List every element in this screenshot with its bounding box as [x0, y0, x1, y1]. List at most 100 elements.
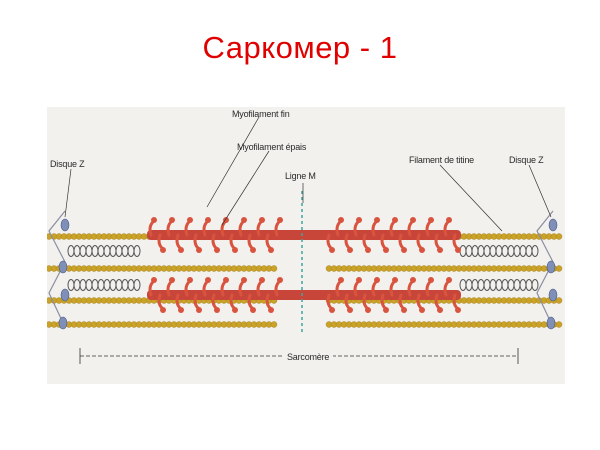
- z-discs: [48, 210, 558, 330]
- myosin-head-tip: [196, 247, 202, 253]
- myosin-head-tip: [277, 277, 283, 283]
- z-disc-node-6: [546, 260, 556, 274]
- myosin-head-tip: [232, 307, 238, 313]
- myosin-head-tip: [151, 277, 157, 283]
- thin-bead: [555, 321, 563, 328]
- label-ligne-m: Ligne M: [285, 171, 316, 181]
- z-disc-node-5: [548, 218, 558, 232]
- myosin-head-tip: [383, 307, 389, 313]
- myosin-head-tip: [187, 277, 193, 283]
- titin-coil: [133, 245, 141, 257]
- myosin-head-tip: [338, 217, 344, 223]
- myosin-head-tip: [196, 307, 202, 313]
- myosin-head-tip: [410, 217, 416, 223]
- titin-coil: [133, 279, 141, 291]
- myosin-head-tip: [428, 217, 434, 223]
- myosin-head-tip: [410, 277, 416, 283]
- myosin-head-tip: [214, 307, 220, 313]
- myosin-head-tip: [329, 247, 335, 253]
- myosin-head-tip: [392, 277, 398, 283]
- thin-bead: [555, 265, 563, 272]
- thick-filament-lower: [147, 277, 461, 313]
- z-disc-node-8: [546, 316, 556, 330]
- myosin-head-tip: [259, 217, 265, 223]
- myosin-head-tip: [401, 307, 407, 313]
- myosin-head-tip: [401, 247, 407, 253]
- myosin-head-tip: [437, 307, 443, 313]
- myosin-head-tip: [169, 217, 175, 223]
- titin-right-1: [459, 245, 539, 257]
- myosin-head-tip: [223, 277, 229, 283]
- myosin-head-tip: [241, 277, 247, 283]
- myosin-head-tip: [374, 277, 380, 283]
- sarcomere-diagram: [47, 107, 565, 384]
- thin-bead: [270, 321, 278, 328]
- leader-line-4: [439, 164, 503, 232]
- myosin-head-tip: [277, 217, 283, 223]
- sarcomere-figure: Myofilament fin Myofilament épais Ligne …: [47, 107, 565, 384]
- myosin-head-tip: [205, 277, 211, 283]
- myosin-head-tip: [187, 217, 193, 223]
- thin-filament-right-2: [325, 265, 563, 272]
- myosin-head-tip: [169, 277, 175, 283]
- thick-filament-upper: [147, 217, 461, 253]
- thin-bead: [270, 265, 278, 272]
- myosin-head-tip: [259, 277, 265, 283]
- myosin-head-tip: [160, 247, 166, 253]
- leader-line-5: [64, 168, 72, 218]
- label-sarcomere: Sarcomère: [283, 352, 334, 362]
- slide-title: Саркомер - 1: [202, 30, 398, 65]
- myosin-head-tip: [419, 307, 425, 313]
- label-leader-lines: [64, 116, 552, 232]
- myosin-head-tip: [347, 247, 353, 253]
- z-disc-node-4: [58, 316, 68, 330]
- myosin-head-tip: [374, 217, 380, 223]
- titin-coil: [531, 279, 539, 291]
- z-disc-node-3: [60, 288, 70, 302]
- myosin-head-tip: [178, 247, 184, 253]
- z-disc-node-7: [548, 288, 558, 302]
- myosin-head-tip: [365, 307, 371, 313]
- myosin-head-tip: [455, 307, 461, 313]
- z-disc-node-2: [58, 260, 68, 274]
- myosin-head-tip: [455, 247, 461, 253]
- myosin-head-tip: [446, 277, 452, 283]
- label-filament-titine: Filament de titine: [409, 155, 474, 165]
- z-disc-node-1: [60, 218, 70, 232]
- myosin-head-tip: [160, 307, 166, 313]
- myosin-head-tip: [151, 217, 157, 223]
- myosin-head-tip: [446, 217, 452, 223]
- label-disque-z-right: Disque Z: [509, 155, 544, 165]
- myosin-head-tip: [250, 307, 256, 313]
- label-myofilament-fin: Myofilament fin: [232, 109, 290, 119]
- myosin-head-tip: [232, 247, 238, 253]
- leader-line-6: [528, 164, 552, 218]
- myosin-head-tip: [329, 307, 335, 313]
- titin-coil: [531, 245, 539, 257]
- thin-bead: [555, 233, 563, 240]
- myosin-head-tip: [250, 247, 256, 253]
- leader-line-2: [221, 150, 270, 226]
- titin-left-1: [67, 245, 141, 257]
- myosin-head-tip: [437, 247, 443, 253]
- myosin-head-tip: [214, 247, 220, 253]
- myosin-head-tip: [268, 307, 274, 313]
- myosin-head-tip: [428, 277, 434, 283]
- myosin-head-tip: [178, 307, 184, 313]
- myosin-head-tip: [338, 277, 344, 283]
- myosin-head-tip: [383, 247, 389, 253]
- titin-left-2: [67, 279, 141, 291]
- label-disque-z-left: Disque Z: [50, 159, 85, 169]
- myosin-head-tip: [365, 247, 371, 253]
- myosin-head-tip: [268, 247, 274, 253]
- myosin-head-tip: [347, 307, 353, 313]
- myosin-head-tip: [356, 277, 362, 283]
- leader-line-1: [206, 116, 260, 208]
- myosin-head-tip: [419, 247, 425, 253]
- titin-right-2: [459, 279, 539, 291]
- thin-bead: [555, 297, 563, 304]
- thin-filament-right-4: [325, 321, 563, 328]
- label-myofilament-epais: Myofilament épais: [237, 142, 307, 152]
- myosin-head-tip: [241, 217, 247, 223]
- titin-filaments: [67, 245, 539, 291]
